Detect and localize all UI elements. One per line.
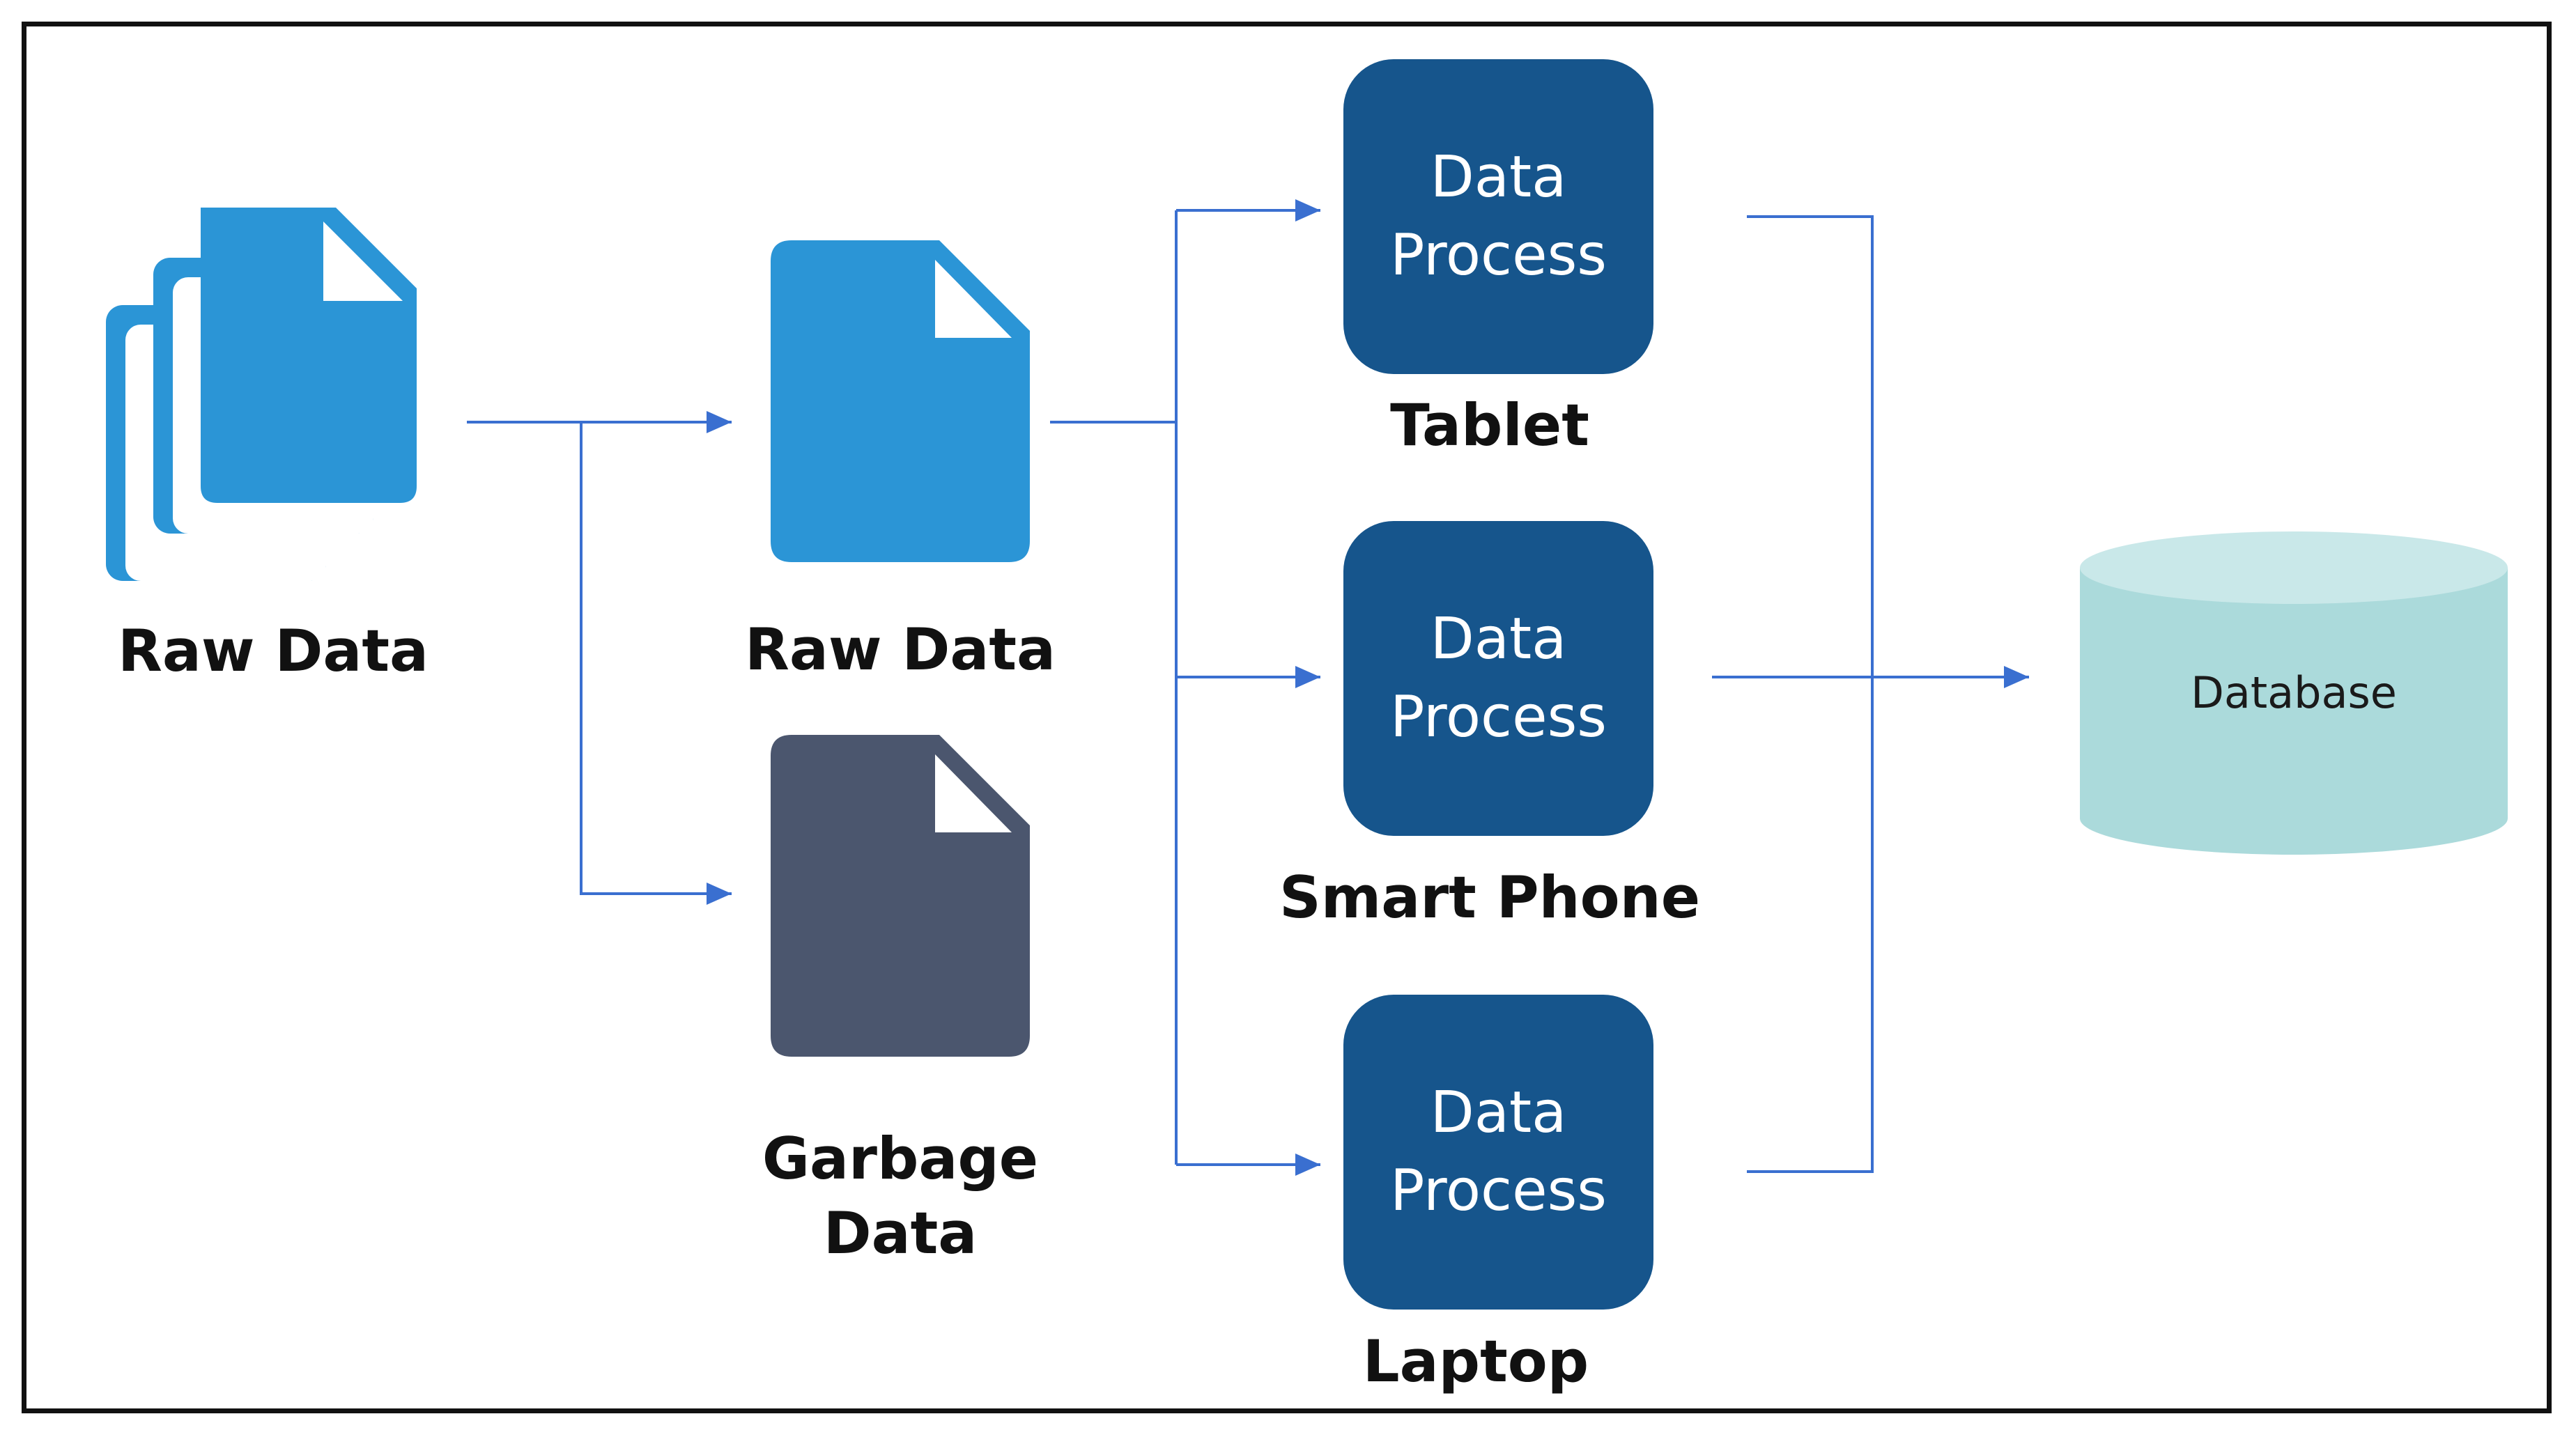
document-icon [771,240,1030,562]
connector-source-to-garbage [580,422,732,905]
diagram-frame [22,22,2552,1413]
device-label-tablet: Tablet [1390,391,1589,459]
data-process-box-tablet: Data Process [1343,59,1653,374]
process-line2: Process [1389,222,1607,288]
garbage-data-label-line1: Garbage [762,1125,1039,1193]
filtered-raw-data-label: Raw Data [744,616,1056,683]
device-label-smart-phone: Smart Phone [1279,864,1701,931]
process-line1: Data [1430,606,1567,672]
database-label: Database [2191,667,2397,718]
process-line2: Process [1389,1158,1607,1224]
source-raw-data-label: Raw Data [117,617,429,685]
device-label-laptop: Laptop [1362,1328,1589,1395]
connector-tablet-to-merge [1747,215,1874,1173]
document-stack-icon [106,208,417,581]
data-process-box-smart-phone: Data Process [1343,521,1653,836]
data-process-box-laptop: Data Process [1343,995,1653,1310]
garbage-data-label-line2: Data [823,1199,978,1267]
database-cylinder-icon [2080,531,2508,855]
process-line1: Data [1430,144,1567,210]
garbage-document-icon [771,735,1030,1057]
process-line2: Process [1389,684,1607,750]
process-line1: Data [1430,1080,1567,1146]
